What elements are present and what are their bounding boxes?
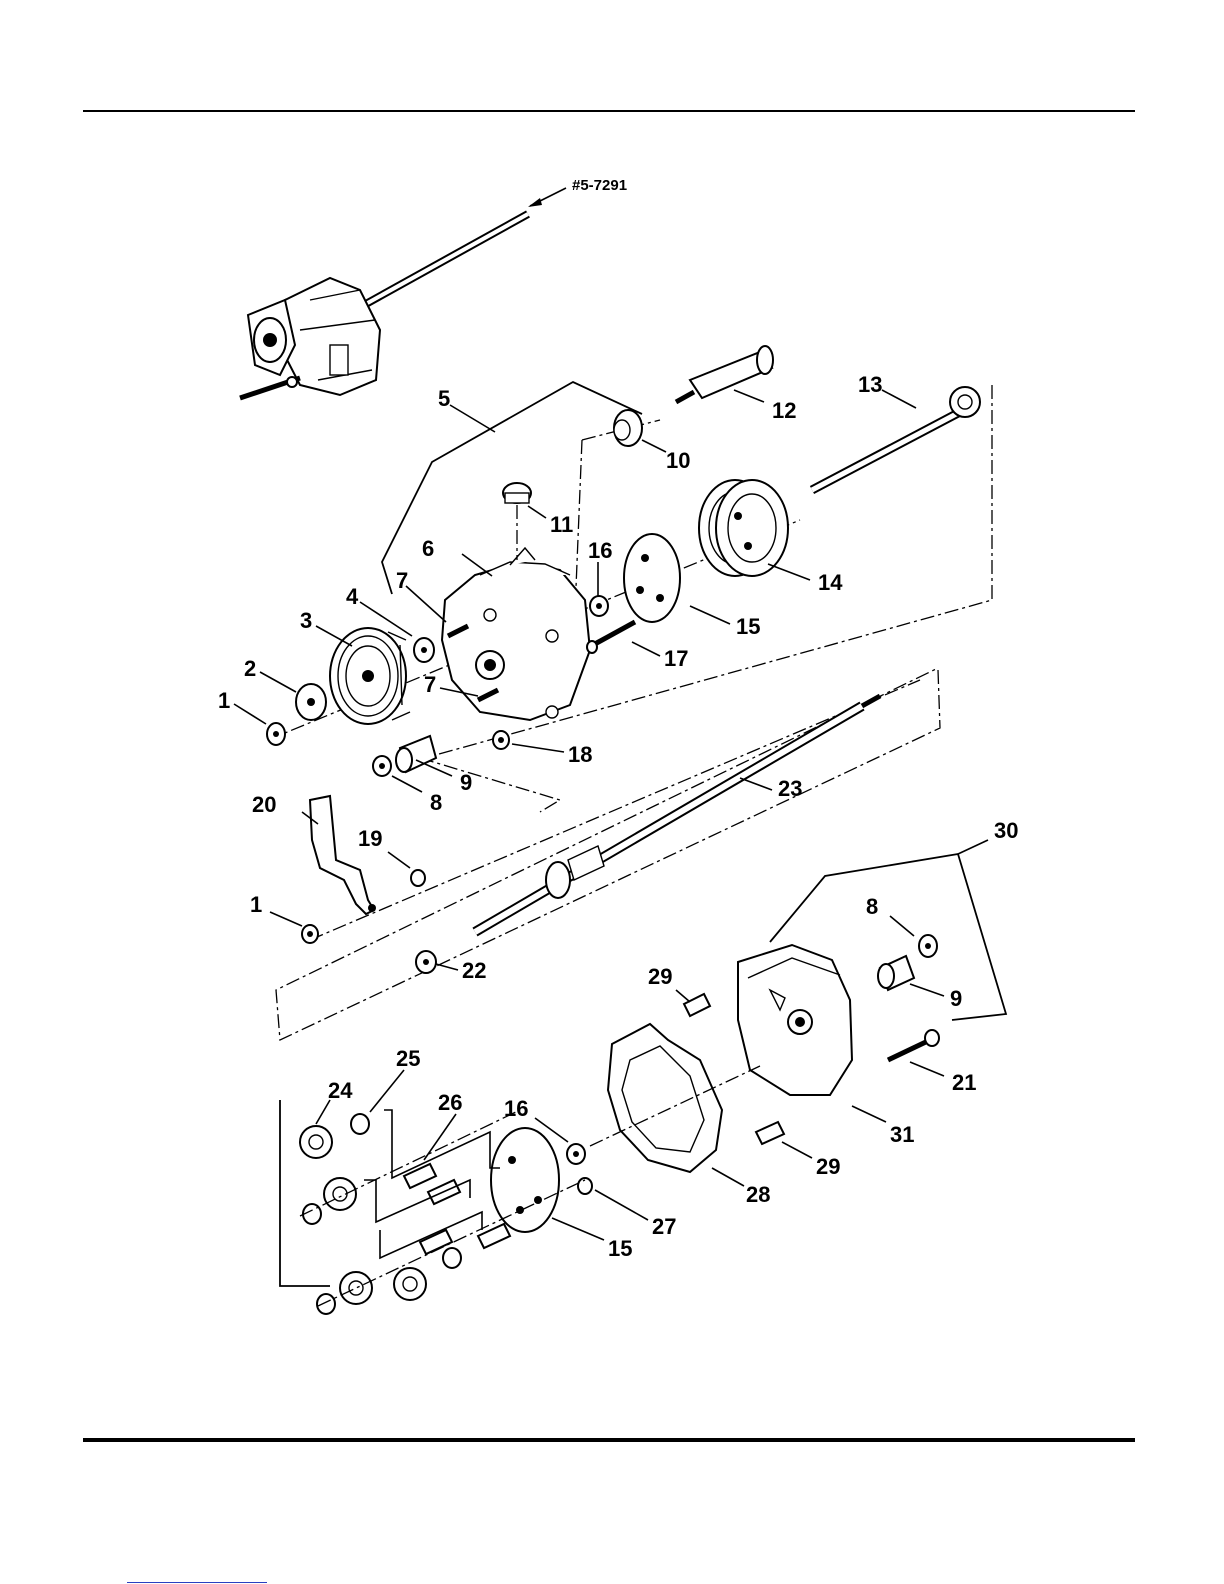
callout-10: 10 — [666, 448, 690, 473]
bearing-8-upper — [373, 756, 391, 776]
bearing-8-lower — [919, 935, 937, 957]
pulley — [330, 628, 410, 724]
callout-19: 19 — [358, 826, 382, 851]
callout-17: 17 — [664, 646, 688, 671]
callout-16-upper: 16 — [588, 538, 612, 563]
gear-24-b — [324, 1178, 356, 1210]
callout-30: 30 — [994, 818, 1018, 843]
spacer-25-a — [351, 1114, 369, 1134]
callout-8-upper: 8 — [430, 790, 442, 815]
shaft-13 — [812, 387, 980, 490]
callout-numbers: 1 2 3 4 5 6 7 7 8 9 10 11 12 13 14 15 16… — [218, 372, 1018, 1261]
callout-7-upper: 7 — [396, 568, 408, 593]
dowel-29-lower — [756, 1122, 784, 1144]
reference-label: #5-7291 — [572, 177, 627, 194]
callout-18: 18 — [568, 742, 592, 767]
callout-7-lower: 7 — [424, 672, 436, 697]
nut-1-lower — [302, 925, 318, 943]
callout-9-lower: 9 — [950, 986, 962, 1011]
bearing-22 — [416, 951, 436, 973]
callout-14: 14 — [818, 570, 843, 595]
pin-12 — [676, 346, 773, 402]
axle-23 — [475, 696, 880, 932]
carrier-plate-15-lower — [491, 1128, 559, 1232]
callout-8-lower: 8 — [866, 894, 878, 919]
spacer-25-c — [317, 1294, 335, 1314]
callout-1-lower: 1 — [250, 892, 262, 917]
callout-29-upper: 29 — [648, 964, 672, 989]
callout-11: 11 — [550, 512, 573, 537]
dowel-29-upper — [684, 994, 710, 1016]
flat-washer — [296, 684, 326, 720]
washer-4 — [414, 638, 434, 662]
pin-26-a — [404, 1164, 436, 1188]
nut-19 — [411, 870, 425, 886]
stepped-line-b — [364, 1180, 470, 1222]
callout-25: 25 — [396, 1046, 420, 1071]
cap-11 — [503, 483, 531, 503]
callout-6: 6 — [422, 536, 434, 561]
callout-29-lower: 29 — [816, 1154, 840, 1179]
footer-rule — [83, 1438, 1135, 1442]
callout-16-lower: 16 — [504, 1096, 528, 1121]
carrier-plate-15-upper — [624, 534, 680, 622]
callout-15-lower: 15 — [608, 1236, 632, 1261]
spacer-25-d — [443, 1248, 461, 1268]
callout-4: 4 — [346, 584, 359, 609]
bolt-21 — [888, 1030, 939, 1060]
callout-21: 21 — [952, 1070, 976, 1095]
assembled-transaxle-illustration — [240, 214, 528, 398]
callout-5: 5 — [438, 386, 450, 411]
bushing-9-lower — [878, 956, 914, 990]
callout-9-upper: 9 — [460, 770, 472, 795]
centerline-e — [310, 680, 920, 940]
callout-22: 22 — [462, 958, 486, 983]
callout-1-upper: 1 — [218, 688, 230, 713]
callout-15-upper: 15 — [736, 614, 760, 639]
spacer-16-upper — [590, 596, 608, 616]
nut-18 — [493, 731, 509, 749]
centerline-a — [575, 440, 582, 612]
bolt-17 — [587, 622, 635, 653]
upper-housing — [442, 548, 590, 720]
bearing-10 — [614, 410, 642, 446]
callout-28: 28 — [746, 1182, 770, 1207]
callout-13: 13 — [858, 372, 882, 397]
callout-26: 26 — [438, 1090, 462, 1115]
spacer-16-lower — [567, 1144, 585, 1164]
callout-27: 27 — [652, 1214, 676, 1239]
callout-12: 12 — [772, 398, 796, 423]
leader-lines — [234, 390, 944, 1240]
callout-24: 24 — [328, 1078, 353, 1103]
lower-housing-31 — [738, 945, 852, 1095]
gasket-28 — [608, 1024, 722, 1172]
footer-link-underline — [127, 1582, 267, 1583]
gear-24-d — [394, 1268, 426, 1300]
gear-24-a — [300, 1126, 332, 1158]
shift-lever-20 — [310, 796, 376, 914]
nut-1-upper — [267, 723, 285, 745]
callout-23: 23 — [778, 776, 802, 801]
reference-arrow — [528, 188, 566, 207]
callout-3: 3 — [300, 608, 312, 633]
callout-20: 20 — [252, 792, 276, 817]
ring-gear-14 — [699, 480, 788, 576]
gear-24-c — [340, 1272, 372, 1304]
callout-2: 2 — [244, 656, 256, 681]
callout-31: 31 — [890, 1122, 914, 1147]
